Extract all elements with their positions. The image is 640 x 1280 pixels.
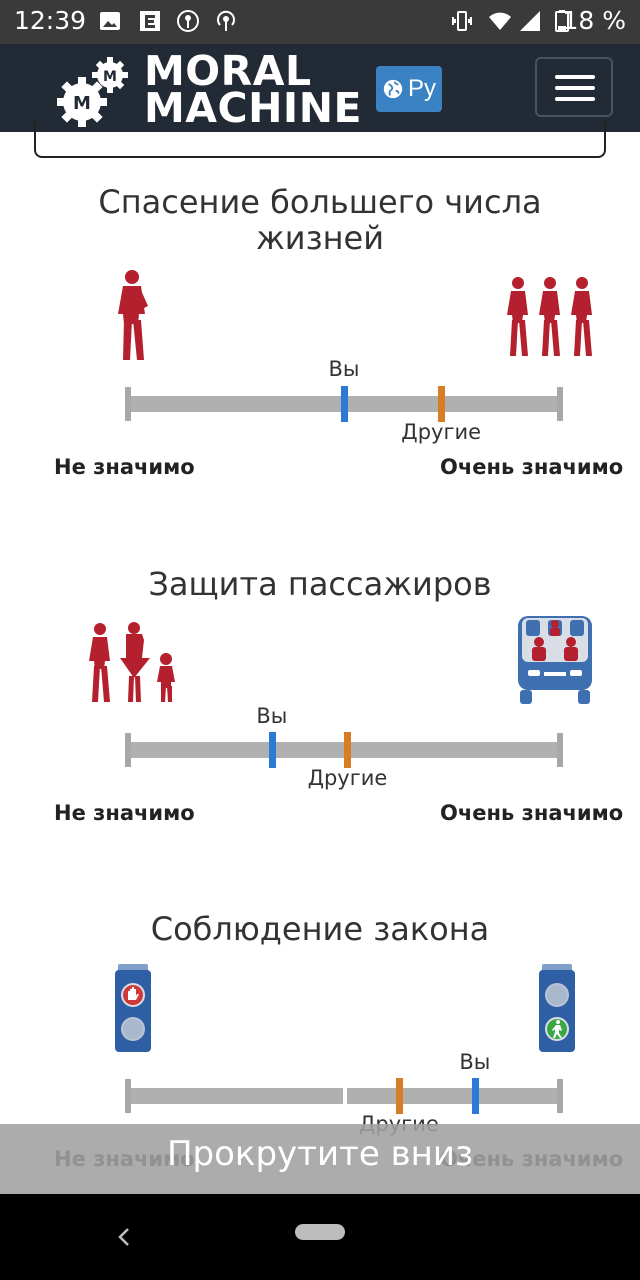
others-label: Другие bbox=[401, 420, 482, 444]
hamburger-menu-button[interactable] bbox=[535, 57, 613, 117]
scale-mid-tick bbox=[343, 1079, 347, 1113]
importance-scale-track bbox=[128, 742, 560, 758]
menu-bar-icon bbox=[555, 75, 595, 79]
podcast-icon bbox=[217, 10, 235, 31]
you-marker bbox=[471, 1078, 479, 1114]
language-button[interactable]: Ру bbox=[376, 66, 442, 112]
others-marker bbox=[438, 386, 446, 422]
red-stop-light-icon bbox=[115, 964, 151, 1052]
e-app-icon bbox=[140, 11, 160, 31]
battery-icon bbox=[555, 10, 569, 32]
single-person-icon bbox=[118, 270, 148, 360]
section-title-passengers: Защита пассажиров bbox=[148, 565, 492, 603]
you-label: Вы bbox=[459, 1050, 491, 1074]
home-pill-button[interactable] bbox=[295, 1224, 345, 1240]
scale-endcap bbox=[125, 1079, 131, 1113]
green-walk-light-icon bbox=[539, 964, 575, 1052]
scale-high-label: Очень значимо bbox=[440, 455, 624, 479]
logo-text-line2[interactable]: MACHINE bbox=[144, 84, 363, 132]
signal-icon bbox=[520, 11, 540, 31]
scroll-down-overlay[interactable] bbox=[0, 1124, 640, 1194]
you-marker bbox=[268, 732, 276, 768]
previous-card-edge bbox=[34, 120, 606, 158]
vpn-icon bbox=[177, 10, 199, 32]
vibrate-icon bbox=[452, 11, 472, 31]
group-of-people-icon bbox=[507, 277, 592, 356]
scale-endcap bbox=[125, 387, 131, 421]
app-header: M M MORAL MACHINE Ру bbox=[0, 44, 640, 132]
scale-endcap bbox=[557, 733, 563, 767]
others-label: Другие bbox=[307, 766, 388, 790]
section-title-law: Соблюдение закона bbox=[150, 910, 490, 948]
others-marker bbox=[344, 732, 352, 768]
menu-bar-icon bbox=[555, 97, 595, 101]
you-label: Вы bbox=[256, 704, 288, 728]
others-marker bbox=[395, 1078, 403, 1114]
language-label: Ру bbox=[407, 75, 436, 102]
scale-endcap bbox=[125, 733, 131, 767]
scroll-down-hint[interactable]: Прокрутите вниз bbox=[166, 1134, 474, 1174]
menu-bar-icon bbox=[555, 86, 595, 90]
moral-machine-gear-logo-icon[interactable]: M M bbox=[52, 50, 134, 132]
scale-endcap bbox=[557, 387, 563, 421]
logo-text-line1[interactable]: MORAL bbox=[144, 47, 312, 95]
battery-percent: 18 % bbox=[562, 6, 626, 35]
status-time: 12:39 bbox=[14, 6, 87, 35]
image-icon bbox=[100, 12, 120, 30]
wifi-icon bbox=[489, 12, 511, 30]
scale-low-label: Не значимо bbox=[54, 801, 195, 825]
svg-text:M: M bbox=[103, 69, 117, 85]
svg-text:M: M bbox=[73, 93, 91, 114]
you-label: Вы bbox=[328, 357, 360, 381]
car-passengers-icon bbox=[518, 616, 592, 704]
you-marker bbox=[341, 386, 348, 422]
scale-high-label: Очень значимо bbox=[440, 801, 624, 825]
status-bar: 12:39 18 % bbox=[0, 0, 640, 44]
pedestrians-family-icon bbox=[89, 622, 175, 702]
back-chevron-icon[interactable] bbox=[112, 1222, 136, 1252]
scale-low-label: Не значимо bbox=[54, 455, 195, 479]
android-nav-bar bbox=[0, 1194, 640, 1280]
section-title-more-lives: Спасение большего числа жизней bbox=[98, 183, 542, 257]
scale-endcap bbox=[557, 1079, 563, 1113]
globe-icon bbox=[383, 79, 403, 99]
